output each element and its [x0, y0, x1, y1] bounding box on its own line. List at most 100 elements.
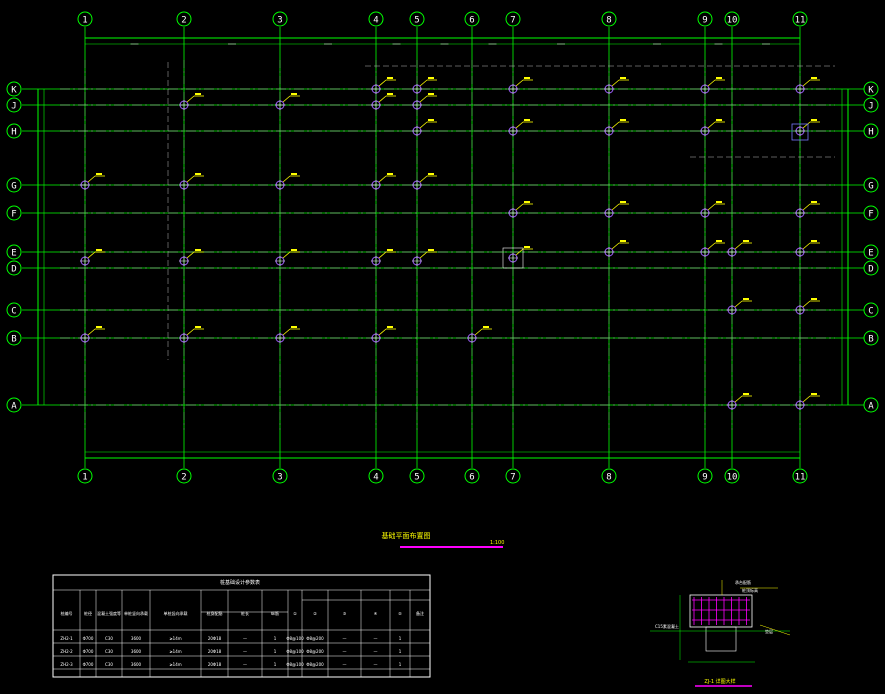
pile-marker-icon — [275, 93, 300, 110]
axis-bubble-icon — [409, 468, 425, 484]
table-header-cell: 桩编号 — [61, 610, 73, 616]
pile-leader — [378, 251, 387, 259]
pile-tag — [195, 326, 201, 328]
axis-bubble-icon — [505, 468, 521, 484]
table-cell: — — [243, 662, 247, 667]
axis-bubble-icon — [601, 11, 617, 27]
detail-label: 承台配筋 — [735, 579, 751, 585]
pile-tag — [291, 173, 297, 175]
table-cell: Φ700 — [83, 649, 94, 654]
pile-tag — [428, 93, 434, 95]
axis-bubble-icon — [77, 11, 93, 27]
axis-bubble-icon — [464, 11, 480, 27]
axis-bubble-icon — [368, 11, 384, 27]
table-cell: 1 — [274, 636, 277, 641]
table-header-cell: 桩径 — [84, 610, 92, 616]
pile-marker-icon — [700, 240, 725, 257]
pile-leader — [707, 242, 716, 250]
table-header-cell: 单桩竖向承载 — [124, 610, 148, 616]
pile-leader — [802, 300, 811, 308]
axis-label-column: 2 — [181, 16, 186, 26]
pile-leader — [282, 175, 291, 183]
axis-label-column: 5 — [414, 16, 419, 26]
pile-marker-icon — [795, 240, 820, 257]
pile-leader — [474, 328, 483, 336]
pile-leader — [611, 79, 620, 87]
pile-cap — [791, 123, 809, 141]
pile-tag — [811, 298, 817, 300]
pile-tag — [716, 119, 722, 121]
axis-bubble-icon — [863, 330, 879, 346]
table-header-cell: 纵筋 — [271, 610, 279, 616]
pile-marker-icon — [371, 93, 396, 110]
pile-leader — [802, 79, 811, 87]
table-cell: ≥14m — [169, 662, 181, 667]
pile-leader — [515, 79, 524, 87]
pile-tag — [428, 119, 434, 121]
pile-leader — [419, 79, 428, 87]
axis-bubble-icon — [464, 468, 480, 484]
plan-scale: 1:100 — [490, 540, 504, 546]
pile-marker-icon — [604, 119, 629, 136]
axis-label-column: 3 — [277, 16, 282, 26]
axis-bubble-icon — [863, 244, 879, 260]
pile-tag — [620, 240, 626, 242]
axis-label-row: K — [11, 86, 17, 96]
table-cell: — — [374, 649, 378, 654]
pile-marker-icon — [371, 77, 396, 94]
table-cell: Φ8@200 — [306, 662, 324, 667]
axis-bubble-icon — [863, 81, 879, 97]
axis-label-row: J — [868, 102, 873, 112]
pile-marker-icon — [508, 119, 533, 136]
axis-bubble-icon — [863, 205, 879, 221]
pile-tag — [195, 173, 201, 175]
table-cell: Φ8@200 — [306, 636, 324, 641]
table-cell: C30 — [105, 636, 113, 641]
plan-title-block: 基础平面布置图 1:100 — [382, 531, 504, 548]
pile-leader — [419, 251, 428, 259]
axis-bubble-icon — [697, 468, 713, 484]
pile-tag — [524, 119, 530, 121]
axis-bubble-icon — [601, 468, 617, 484]
table-cell: 1 — [399, 649, 402, 654]
pile-tag — [387, 249, 393, 251]
pile-tag — [96, 173, 102, 175]
plan-title: 基础平面布置图 — [382, 531, 431, 540]
axis-label-column: 11 — [795, 473, 806, 483]
pile-tag — [620, 77, 626, 79]
pile-leader — [734, 395, 743, 403]
table-cell: Φ700 — [83, 636, 94, 641]
pile-marker-icon — [80, 326, 105, 343]
pile-marker-icon — [508, 201, 533, 218]
axis-bubble-icon — [724, 468, 740, 484]
pile-tag — [387, 93, 393, 95]
axis-label-column: 8 — [606, 473, 611, 483]
pile-leader — [282, 328, 291, 336]
axis-bubble-icon — [724, 11, 740, 27]
axis-label-column: 5 — [414, 473, 419, 483]
axis-label-row: J — [11, 102, 16, 112]
pile-leader — [515, 248, 524, 256]
table-cell: Φ8@100 — [286, 649, 304, 654]
pile-tag — [620, 119, 626, 121]
axis-label-row: K — [868, 86, 874, 96]
pile-marker-icon — [179, 249, 204, 266]
axis-label-row: F — [868, 210, 873, 220]
table-cell: ZH2-3 — [60, 662, 73, 667]
pile-tag — [291, 249, 297, 251]
pile-marker-icon — [604, 240, 629, 257]
pile-marker-icon — [795, 201, 820, 218]
pile-marker-icon — [275, 249, 300, 266]
axis-bubble-icon — [863, 260, 879, 276]
pile-marker-icon — [727, 298, 752, 315]
pile-leader — [419, 95, 428, 103]
axis-bubble-icon — [792, 468, 808, 484]
pile-marker-icon — [412, 77, 437, 94]
pile-leader — [707, 203, 716, 211]
pile-tag — [620, 201, 626, 203]
pile-section — [705, 626, 737, 652]
axis-bubble-icon — [697, 11, 713, 27]
table-cell: ≥14m — [169, 636, 181, 641]
